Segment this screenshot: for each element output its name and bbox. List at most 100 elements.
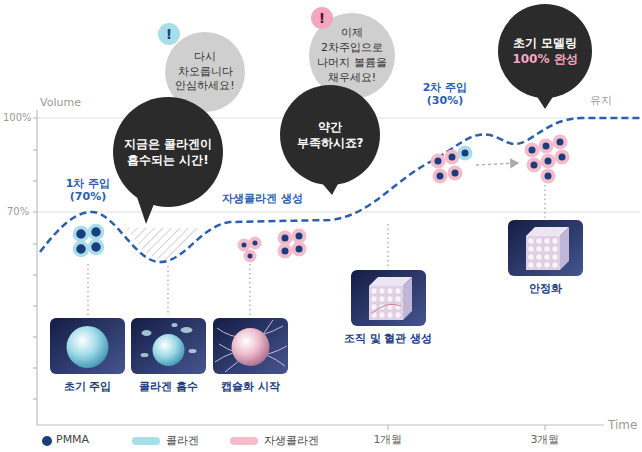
vessel-line bbox=[371, 304, 401, 314]
axis-label: 100% bbox=[3, 112, 32, 124]
alert-badge: ! bbox=[158, 23, 180, 45]
axis-label: 2차 주입 (30%) bbox=[414, 81, 476, 107]
cube-side bbox=[560, 227, 569, 270]
bubble-line: 다시 차오릅니다 안심하세요! bbox=[169, 50, 241, 95]
axis-label: 유지 bbox=[590, 94, 612, 107]
legend-swatch bbox=[132, 437, 160, 445]
stage-tile: 조직 및 혈관 생성 bbox=[333, 270, 443, 346]
bubble-text: 다시 차오릅니다 안심하세요! bbox=[169, 50, 241, 95]
tissue-bubble bbox=[552, 238, 559, 245]
tissue-bubble bbox=[394, 312, 401, 319]
tissue-bubble bbox=[370, 296, 377, 303]
pmma-cluster bbox=[75, 226, 103, 256]
pmma-cluster bbox=[240, 231, 305, 261]
axis-label: 1개월 bbox=[374, 433, 403, 446]
tissue-bubble bbox=[528, 254, 535, 261]
stage-label: 안정화 bbox=[529, 281, 562, 296]
tissue-bubble bbox=[394, 288, 401, 295]
tissue-bubble bbox=[378, 312, 385, 319]
tissue-bubble bbox=[370, 312, 377, 319]
bubble-text: 초기 모델링100% 완성 bbox=[502, 35, 588, 67]
tissue-bubble bbox=[544, 238, 551, 245]
tissue-bubble bbox=[552, 254, 559, 261]
legend-swatch bbox=[42, 436, 52, 446]
tissue-bubble bbox=[378, 296, 385, 303]
cube-front bbox=[369, 286, 403, 320]
bubble-text: 지금은 콜라겐이 흡수되는 시간! bbox=[122, 136, 214, 168]
legend-text: 콜라겐 bbox=[166, 433, 199, 448]
axis-label: 70% bbox=[7, 206, 29, 218]
bubble-line: 초기 모델링 bbox=[502, 35, 588, 51]
bubble-circle bbox=[113, 97, 223, 207]
bubble-line: 이제 2차주입으로 나머지 볼륨을 채우세요! bbox=[314, 26, 390, 85]
tile-bg bbox=[508, 220, 583, 276]
pmma-cluster bbox=[433, 148, 471, 182]
tissue-bubble bbox=[386, 288, 393, 295]
tile-bg bbox=[351, 270, 426, 326]
pmma-cluster bbox=[527, 137, 568, 182]
bubble-circle bbox=[498, 4, 592, 98]
tile-bg bbox=[213, 318, 288, 374]
speech-bubble: 지금은 콜라겐이 흡수되는 시간! bbox=[113, 97, 223, 207]
stage-tile: 초기 주입 bbox=[50, 318, 125, 394]
speech-bubble: 초기 모델링100% 완성 bbox=[498, 4, 592, 98]
tissue-bubble bbox=[528, 238, 535, 245]
stage-tile: 캡슐화 시작 bbox=[213, 318, 288, 394]
collagen-fiber bbox=[225, 320, 273, 372]
stage-label: 캡슐화 시작 bbox=[221, 379, 280, 394]
legend-text: PMMA bbox=[56, 433, 89, 446]
stage-illustration bbox=[351, 270, 426, 326]
cube-side bbox=[403, 277, 412, 320]
stage-illustration bbox=[50, 318, 125, 374]
bubble-text: 약간 부족하시죠? bbox=[287, 119, 373, 151]
tissue-bubble bbox=[544, 262, 551, 269]
collagen-fragment bbox=[142, 330, 152, 336]
tissue-bubble bbox=[544, 254, 551, 261]
stage-tile: 안정화 bbox=[508, 220, 583, 296]
transition-arrow bbox=[476, 163, 518, 165]
tissue-bubble bbox=[552, 246, 559, 253]
tissue-bubble bbox=[536, 246, 543, 253]
tissue-bubble bbox=[536, 238, 543, 245]
tissue-bubble bbox=[552, 262, 559, 269]
collagen-fragment bbox=[181, 327, 193, 333]
legend-text: 자생콜라겐 bbox=[264, 433, 319, 448]
bubble-shape bbox=[280, 85, 380, 185]
tissue-bubble bbox=[528, 246, 535, 253]
tissue-bubble bbox=[370, 288, 377, 295]
collagen-fragment bbox=[172, 323, 178, 327]
bubble-circle bbox=[280, 85, 380, 185]
tissue-bubble bbox=[528, 262, 535, 269]
tissue-bubble bbox=[544, 246, 551, 253]
alert-badge: ! bbox=[311, 7, 333, 29]
tissue-bubble bbox=[536, 262, 543, 269]
stage-illustration bbox=[508, 220, 583, 276]
bubble-shape bbox=[113, 97, 223, 207]
stage-label: 초기 주입 bbox=[64, 379, 112, 394]
axis-label: Time bbox=[608, 418, 637, 432]
legend-swatch bbox=[230, 437, 258, 445]
stage-label: 콜라겐 흡수 bbox=[139, 379, 198, 394]
bubble-line: 약간 부족하시죠? bbox=[287, 119, 373, 151]
axis-label: 3개월 bbox=[531, 433, 560, 446]
speech-bubble: 약간 부족하시죠? bbox=[280, 85, 380, 185]
collagen-fragment bbox=[189, 349, 197, 353]
tissue-bubble bbox=[386, 296, 393, 303]
bubble-line: 100% 완성 bbox=[502, 51, 588, 67]
stage-illustration bbox=[213, 318, 288, 374]
tissue-bubble bbox=[378, 288, 385, 295]
collagen-fragment bbox=[141, 353, 149, 357]
tile-bg bbox=[131, 318, 206, 374]
bubble-shape bbox=[498, 4, 592, 98]
stage-illustration bbox=[131, 318, 206, 374]
stage-label: 조직 및 혈관 생성 bbox=[344, 331, 433, 346]
cube-front bbox=[526, 236, 560, 270]
pmma-sphere bbox=[67, 326, 109, 368]
tissue-bubble bbox=[394, 296, 401, 303]
tile-bg bbox=[50, 318, 125, 374]
bubble-line: 지금은 콜라겐이 흡수되는 시간! bbox=[122, 136, 214, 168]
axis-label: 자생콜라겐 생성 bbox=[222, 192, 303, 205]
stage-tile: 콜라겐 흡수 bbox=[131, 318, 206, 394]
pmma-sphere bbox=[153, 334, 185, 366]
